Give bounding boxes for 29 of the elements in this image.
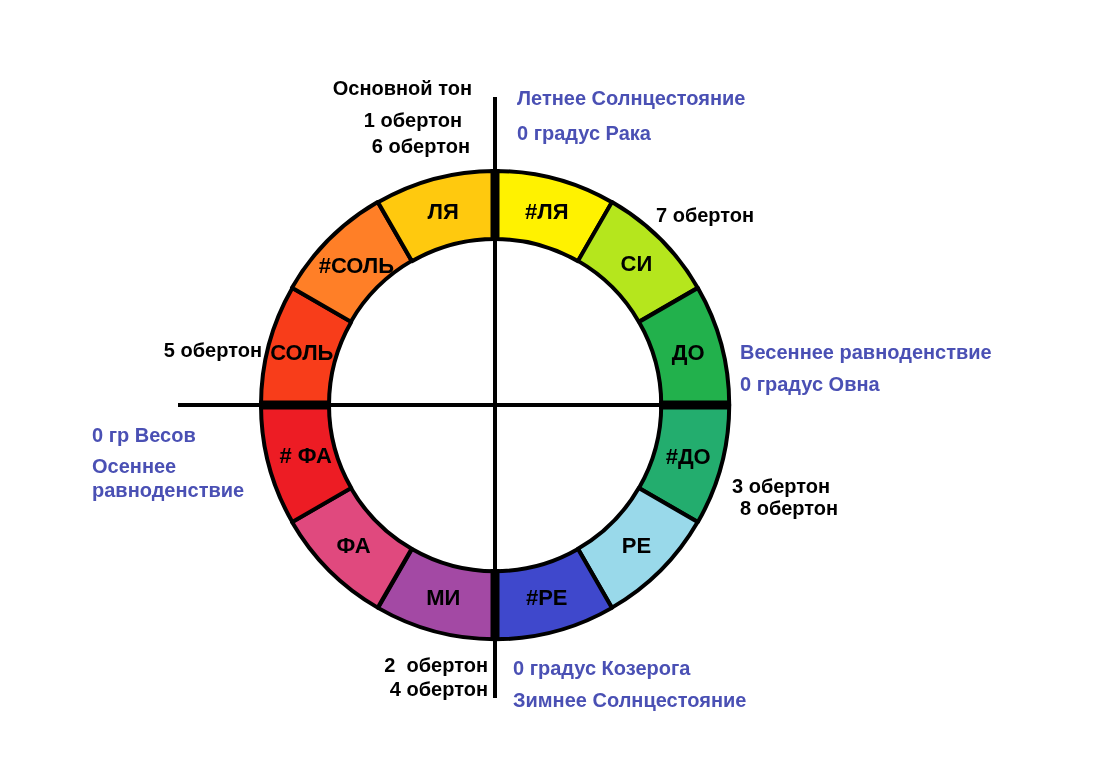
overtone-label: 1 обертон (363, 108, 462, 132)
overtone-label: 5 обертон (163, 338, 262, 362)
note-label: #СОЛЬ (318, 255, 395, 278)
overtone-label: 4 обертон (389, 677, 488, 701)
note-label: # ФА (279, 444, 332, 467)
overtone-label: Основной тон (332, 76, 472, 100)
astro-label: 0 градус Рака (517, 121, 651, 145)
overtone-label: 3 обертон (732, 474, 831, 498)
astro-label: 0 градус Овна (740, 372, 880, 396)
astro-label: Весеннее равноденствие (740, 340, 992, 364)
overtone-label: 8 обертон (740, 497, 839, 520)
overtone-label: 6 обертон (371, 134, 470, 158)
overtone-label: 7 обертон (656, 203, 755, 227)
overtone-label: 2 обертон (384, 653, 488, 677)
astro-label: 0 градус Козерога (513, 656, 691, 680)
note-label: #РЕ (525, 587, 568, 610)
astro-label: Летнее Солнцестояние (517, 86, 746, 110)
note-label: СИ (620, 252, 653, 275)
note-label: #ЛЯ (525, 200, 569, 223)
astro-label: Осеннее равноденствие (92, 454, 246, 502)
note-label: ФА (336, 535, 371, 558)
note-label: РЕ (621, 535, 652, 558)
note-label: ДО (671, 342, 705, 365)
note-label: СОЛЬ (270, 342, 334, 365)
astro-label: Зимнее Солнцестояние (513, 688, 747, 712)
note-label: ЛЯ (427, 200, 459, 223)
note-label: #ДО (665, 445, 711, 468)
astro-label: 0 гр Весов (92, 423, 196, 447)
note-label: МИ (426, 587, 461, 610)
